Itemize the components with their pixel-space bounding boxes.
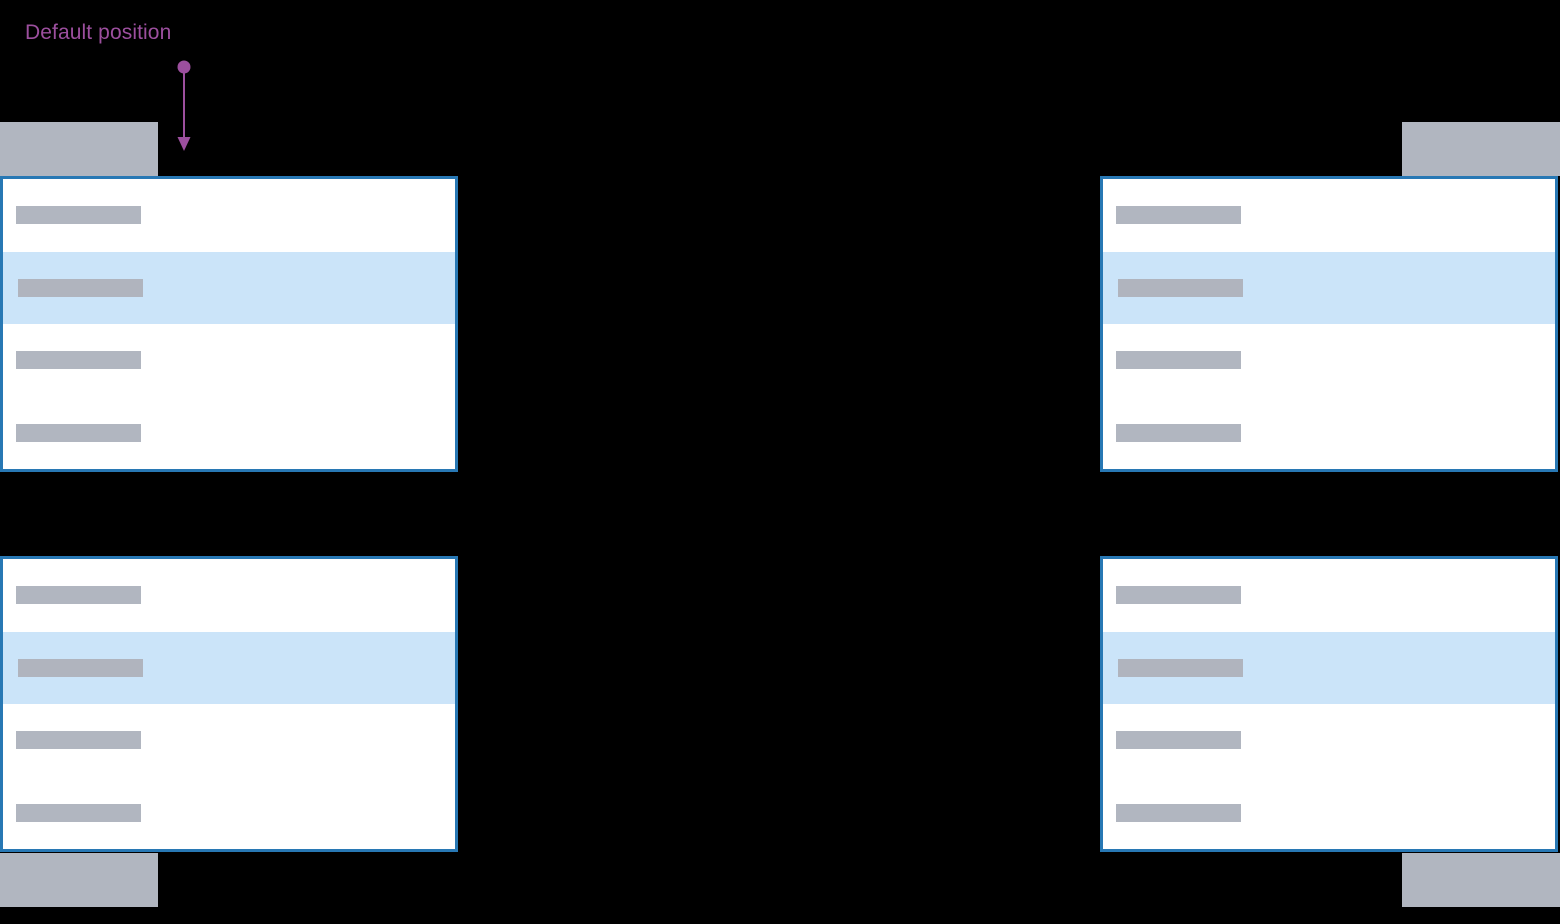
placeholder-bar [1116, 803, 1241, 822]
list-item[interactable] [1103, 397, 1555, 470]
list-item-selected[interactable] [3, 631, 455, 704]
popup-panel-bottom-left [0, 556, 458, 852]
placeholder-bar [16, 731, 141, 750]
list-item[interactable] [1103, 777, 1555, 850]
list-item[interactable] [3, 179, 455, 252]
placeholder-bar [1116, 731, 1241, 750]
placeholder-bar [1116, 206, 1241, 225]
placeholder-bar [16, 206, 141, 225]
placeholder-bar [16, 423, 141, 442]
placeholder-bar [16, 351, 141, 370]
list-item[interactable] [3, 397, 455, 470]
anchor-block-bottom-left[interactable] [0, 853, 158, 907]
placeholder-bar [18, 278, 143, 297]
placeholder-bar [1116, 423, 1241, 442]
placeholder-bar [18, 658, 143, 677]
anchor-block-top-right[interactable] [1402, 122, 1560, 176]
placeholder-bar [1116, 351, 1241, 370]
anchor-block-top-left[interactable] [0, 122, 158, 176]
placeholder-bar [16, 586, 141, 605]
list-item[interactable] [3, 559, 455, 632]
list-item[interactable] [3, 704, 455, 777]
list-item-selected[interactable] [1103, 251, 1555, 324]
popup-panel-bottom-right [1100, 556, 1558, 852]
list-item-selected[interactable] [3, 251, 455, 324]
list-item[interactable] [3, 777, 455, 850]
placeholder-bar [1116, 586, 1241, 605]
placeholder-bar [1118, 278, 1243, 297]
list-item[interactable] [1103, 559, 1555, 632]
popup-panel-top-left [0, 176, 458, 472]
popup-list [3, 179, 455, 469]
popup-panel-top-right [1100, 176, 1558, 472]
placeholder-bar [1118, 658, 1243, 677]
list-item[interactable] [1103, 324, 1555, 397]
anchor-block-bottom-right[interactable] [1402, 853, 1560, 907]
placeholder-bar [16, 803, 141, 822]
popup-list [1103, 179, 1555, 469]
list-item-selected[interactable] [1103, 631, 1555, 704]
list-item[interactable] [1103, 179, 1555, 252]
popup-list [3, 559, 455, 849]
popup-list [1103, 559, 1555, 849]
list-item[interactable] [1103, 704, 1555, 777]
default-position-label: Default position [25, 21, 172, 44]
list-item[interactable] [3, 324, 455, 397]
arrow-down-icon [177, 60, 191, 151]
